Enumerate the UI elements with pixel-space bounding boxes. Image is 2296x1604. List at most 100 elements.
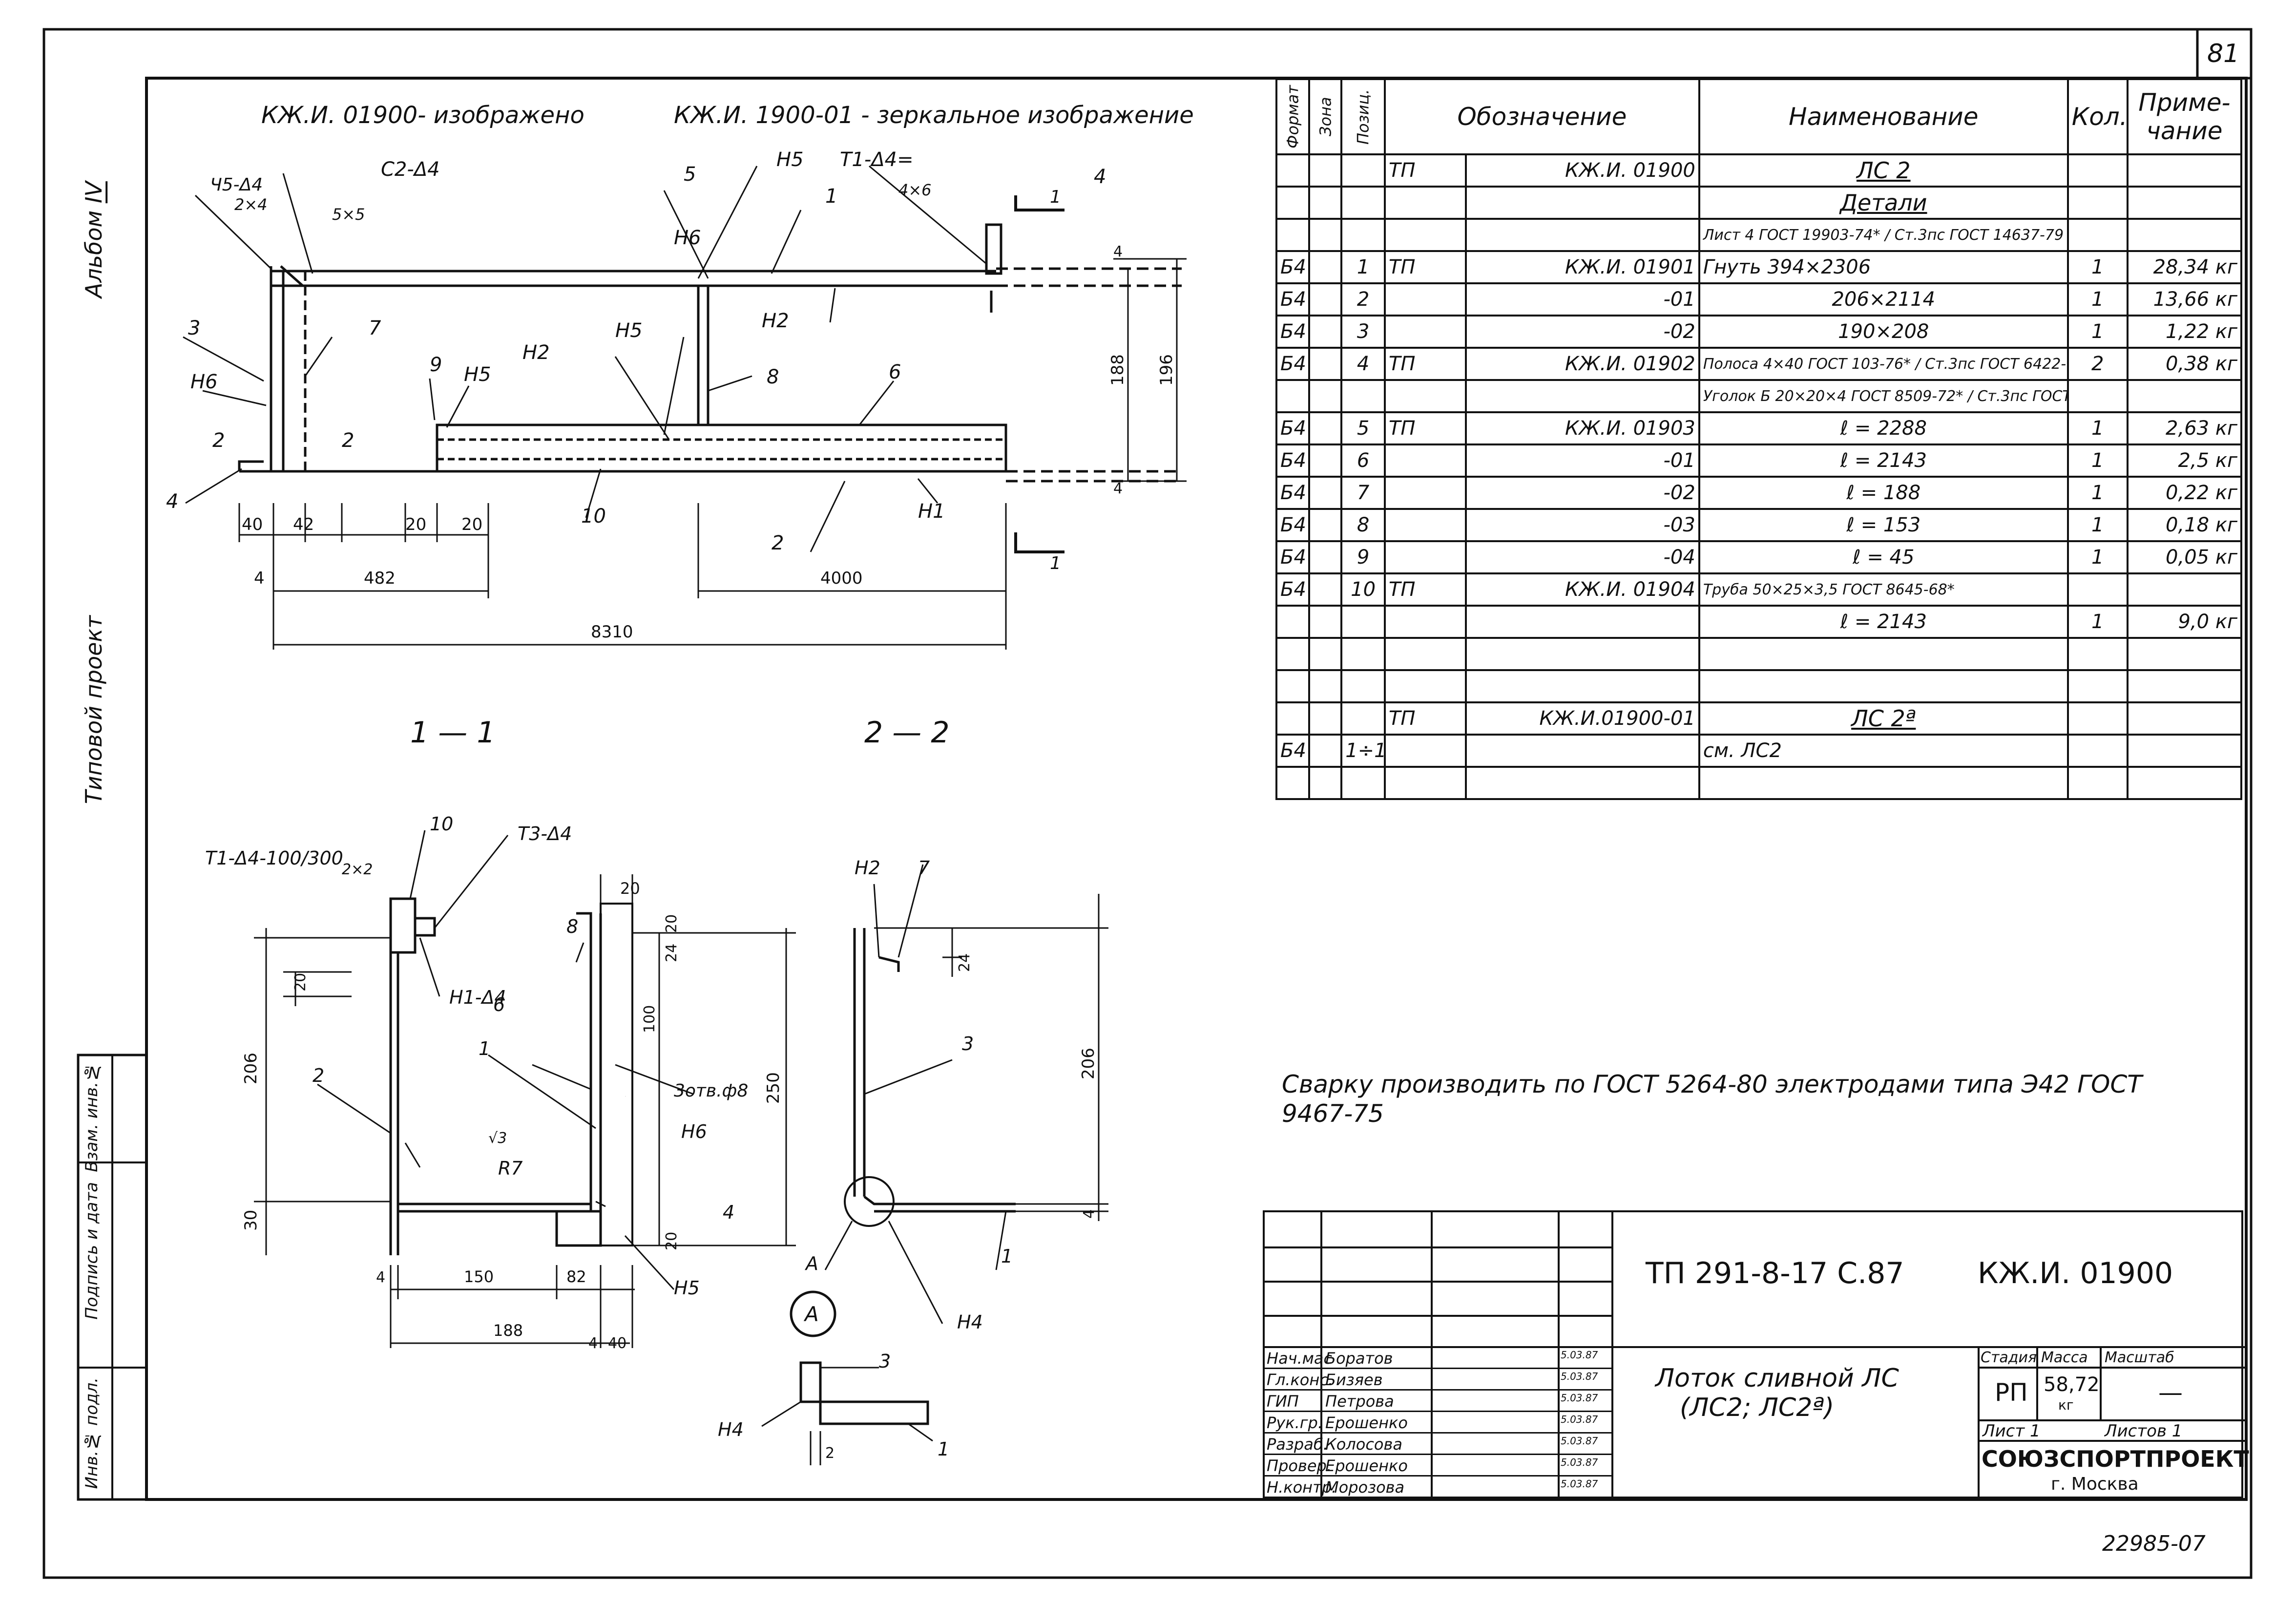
name-cell: ℓ = 2143 (1698, 605, 2069, 639)
designation-cell (1465, 766, 1700, 800)
callout-2: 2 (313, 1065, 324, 1086)
sig-role: Рук.гр. (1267, 1414, 1323, 1432)
sig-role: Гл.конс. (1267, 1371, 1334, 1389)
note-cell (2126, 669, 2243, 703)
section-1-1 (389, 897, 633, 1255)
weld-label: 3отв.ф8 (674, 1081, 748, 1101)
format-cell (1275, 701, 1310, 736)
note-cell: 0,05 кг (2126, 540, 2243, 574)
name-cell: Гнуть 394×2306 (1698, 250, 2069, 284)
scale-value: — (2158, 1378, 2183, 1407)
designation-cell (1465, 379, 1700, 413)
format-cell: Б4 (1275, 508, 1310, 542)
stamp-label-sign: Подпись и дата (82, 1182, 102, 1320)
dim: 4 (1081, 1209, 1098, 1219)
format-cell (1275, 379, 1310, 413)
dim: 2 (825, 1445, 835, 1462)
sig-role: Провер. (1267, 1456, 1332, 1475)
callout-A: А (804, 1253, 818, 1274)
qty-cell (2066, 153, 2129, 188)
section-mark (1014, 195, 1065, 553)
callout-3: 3 (879, 1351, 891, 1372)
position-cell (1340, 766, 1386, 800)
dim: 4 (1113, 480, 1123, 497)
dim: 20 (405, 515, 426, 534)
note-cell (2126, 186, 2243, 220)
top-label-left: КЖ.И. 01900- изображено (261, 102, 584, 129)
designation-cell: КЖ.И. 01902 (1465, 347, 1700, 381)
col-name: Наименование (1698, 78, 2069, 155)
doc-type-cell (1383, 605, 1467, 639)
name-cell: Лист 4 ГОСТ 19903-74* / Ст.3пс ГОСТ 1463… (1698, 218, 2069, 252)
dim: 20 (663, 1232, 680, 1250)
name-cell: ℓ = 2143 (1698, 443, 2069, 478)
dim: 20 (461, 515, 482, 534)
zone-cell (1308, 347, 1343, 381)
callout-6: 6 (493, 994, 505, 1015)
zone-cell (1308, 379, 1343, 413)
doc-type-cell (1383, 508, 1467, 542)
weld-label: 2×4 (234, 195, 268, 214)
weld-label: Т3-Δ4 (518, 823, 572, 844)
weld-label: Н5 (776, 148, 804, 171)
name-cell: ЛС 2 (1698, 153, 2069, 188)
qty-cell (2066, 637, 2129, 671)
callout-7: 7 (918, 857, 930, 879)
note-cell (2126, 153, 2243, 188)
section-title-1: 1 — 1 (410, 716, 496, 750)
sidebar-project-type: Типовой проект (81, 615, 107, 804)
detail-a (790, 1290, 929, 1425)
name-cell: ℓ = 188 (1698, 476, 2069, 510)
weld-label: 4×6 (898, 181, 932, 199)
callout-4: 4 (1094, 166, 1106, 188)
position-cell: 8 (1340, 508, 1386, 542)
doc-type-cell: ТП (1383, 701, 1467, 736)
qty-cell: 2 (2066, 347, 2129, 381)
note-cell (2126, 766, 2243, 800)
spec-row: Лист 4 ГОСТ 19903-74* / Ст.3пс ГОСТ 1463… (1275, 218, 2243, 252)
format-cell: Б4 (1275, 540, 1310, 574)
name-cell: см. ЛС2 (1698, 734, 2069, 768)
name-cell (1698, 637, 2069, 671)
position-cell: 6 (1340, 443, 1386, 478)
designation-cell: -01 (1465, 282, 1700, 317)
weld-label: 5×5 (332, 205, 365, 224)
page-number: 81 (2207, 39, 2240, 68)
note-cell (2126, 701, 2243, 736)
format-cell: Б4 (1275, 443, 1310, 478)
section-2-2-dims (824, 864, 1108, 1324)
section-2-2 (844, 928, 1016, 1227)
position-cell: 3 (1340, 315, 1386, 349)
format-cell: Б4 (1275, 315, 1310, 349)
item-name: Лоток сливной ЛС (1655, 1364, 1899, 1393)
format-cell (1275, 766, 1310, 800)
sig-name: Морозова (1325, 1478, 1405, 1497)
weld-label: Н2 (855, 857, 880, 879)
dim: 24 (663, 944, 680, 962)
format-cell (1275, 153, 1310, 188)
position-cell: 5 (1340, 411, 1386, 445)
note-cell: 1,22 кг (2126, 315, 2243, 349)
drawing-code: КЖ.И. 01900 (1978, 1256, 2173, 1290)
qty-cell (2066, 379, 2129, 413)
zone-cell (1308, 282, 1343, 317)
col-qty: Кол. (2066, 78, 2129, 155)
dim: 30 (241, 1210, 261, 1231)
callout-1: 1 (1001, 1245, 1013, 1267)
weld-label: R7 (498, 1158, 523, 1179)
callout-4: 4 (723, 1202, 734, 1223)
position-cell: 7 (1340, 476, 1386, 510)
callout-8: 8 (566, 916, 578, 937)
weld-label: Н4 (718, 1419, 744, 1440)
sheet-count: Листов 1 (2105, 1421, 2183, 1441)
spec-row: Уголок Б 20×20×4 ГОСТ 8509-72* / Ст.3пс … (1275, 379, 2243, 413)
designation-cell: -02 (1465, 476, 1700, 510)
weld-label: Н5 (615, 319, 643, 342)
sig-date: 5.03.87 (1561, 1349, 1598, 1361)
callout-6: 6 (889, 361, 901, 383)
detail-a-label: А (803, 1302, 819, 1326)
